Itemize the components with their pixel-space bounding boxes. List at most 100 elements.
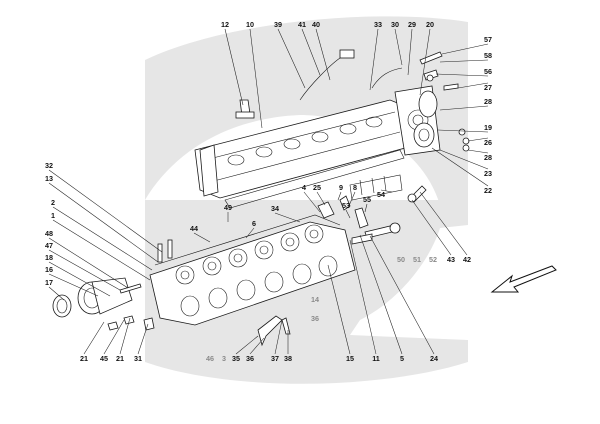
callout-38: 38 <box>284 354 292 363</box>
callout-14: 14 <box>311 295 319 304</box>
leader-29 <box>407 28 413 76</box>
leader-34 <box>274 212 301 223</box>
callout-54: 54 <box>377 190 385 199</box>
callout-17: 17 <box>45 278 53 287</box>
callout-27: 27 <box>484 83 492 92</box>
callout-10: 10 <box>246 20 254 29</box>
side-fittings <box>317 185 427 245</box>
callout-33: 33 <box>374 20 382 29</box>
leader-28 <box>439 105 489 111</box>
callout-3: 3 <box>222 354 226 363</box>
leader-15 <box>327 264 351 355</box>
callout-57: 57 <box>484 35 492 44</box>
callout-23: 23 <box>484 169 492 178</box>
leader-19 <box>437 129 489 133</box>
callout-21: 21 <box>80 354 88 363</box>
leader-12 <box>224 28 244 106</box>
leader-36 <box>249 337 265 355</box>
leader-48 <box>48 237 129 289</box>
leader-47 <box>48 249 121 291</box>
callout-36: 36 <box>311 314 319 323</box>
leader-11 <box>349 239 377 355</box>
sensor-harness <box>299 49 403 101</box>
leader-53 <box>345 209 351 219</box>
cam-cover <box>194 99 411 199</box>
callout-35: 35 <box>232 354 240 363</box>
leader-23 <box>439 149 489 170</box>
callout-8: 8 <box>353 183 357 192</box>
leader-27 <box>457 82 489 89</box>
leader-32 <box>48 169 163 253</box>
leader-lines <box>48 28 489 355</box>
leader-35 <box>235 335 259 355</box>
callout-21: 21 <box>116 354 124 363</box>
leader-57 <box>441 43 489 55</box>
callout-56: 56 <box>484 67 492 76</box>
callout-4: 4 <box>302 183 306 192</box>
callout-43: 43 <box>447 255 455 264</box>
leader-41 <box>301 28 321 76</box>
callout-6: 6 <box>252 219 256 228</box>
leader-39 <box>277 28 306 89</box>
front-seal-ring <box>52 277 133 318</box>
leader-8 <box>347 191 356 209</box>
leader-9 <box>337 191 342 201</box>
leader-42 <box>419 191 468 256</box>
leader-55 <box>364 203 368 213</box>
callout-40: 40 <box>312 20 320 29</box>
leader-54 <box>380 189 393 193</box>
dowel-pins <box>119 239 173 294</box>
direction-arrow-icon <box>490 265 557 293</box>
callout-26: 26 <box>484 138 492 147</box>
leader-40 <box>315 28 331 81</box>
leader-44 <box>193 232 211 243</box>
rear-cover-plate <box>394 85 441 156</box>
callout-16: 16 <box>45 265 53 274</box>
callout-25: 25 <box>313 183 321 192</box>
callout-29: 29 <box>408 20 416 29</box>
callout-41: 41 <box>298 20 306 29</box>
callout-31: 31 <box>134 354 142 363</box>
callout-20: 20 <box>426 20 434 29</box>
callout-58: 58 <box>484 51 492 60</box>
callout-36: 36 <box>246 354 254 363</box>
leader-2 <box>52 206 153 271</box>
callout-50: 50 <box>397 255 405 264</box>
callout-28: 28 <box>484 153 492 162</box>
callout-32: 32 <box>45 161 53 170</box>
leader-45 <box>103 319 125 355</box>
leader-56 <box>435 73 489 77</box>
callout-46: 46 <box>206 354 214 363</box>
leader-31 <box>137 323 149 355</box>
leader-37 <box>274 319 283 355</box>
callout-55: 55 <box>363 195 371 204</box>
callout-52: 52 <box>429 255 437 264</box>
leader-25 <box>316 191 326 206</box>
leader-26 <box>467 137 489 142</box>
callout-53: 53 <box>342 201 350 210</box>
leader-16 <box>48 273 99 297</box>
leader-21 <box>83 321 105 355</box>
callout-18: 18 <box>45 253 53 262</box>
callout-24: 24 <box>430 354 438 363</box>
bolts-top-right <box>419 51 470 152</box>
callout-48: 48 <box>45 229 53 238</box>
callout-9: 9 <box>339 183 343 192</box>
callout-19: 19 <box>484 123 492 132</box>
leader-5 <box>359 234 403 355</box>
leader-6 <box>245 227 255 239</box>
callout-11: 11 <box>372 354 380 363</box>
lower-studs <box>107 315 155 331</box>
callout-2: 2 <box>51 198 55 207</box>
callout-30: 30 <box>391 20 399 29</box>
cover-gasket <box>224 149 405 209</box>
leader-22 <box>431 147 489 187</box>
callout-22: 22 <box>484 186 492 195</box>
background-watermark <box>145 16 468 384</box>
callout-44: 44 <box>190 224 198 233</box>
callout-51: 51 <box>413 255 421 264</box>
leader-21 <box>119 317 131 355</box>
leader-20 <box>419 28 431 96</box>
gasket-strip <box>349 174 403 201</box>
